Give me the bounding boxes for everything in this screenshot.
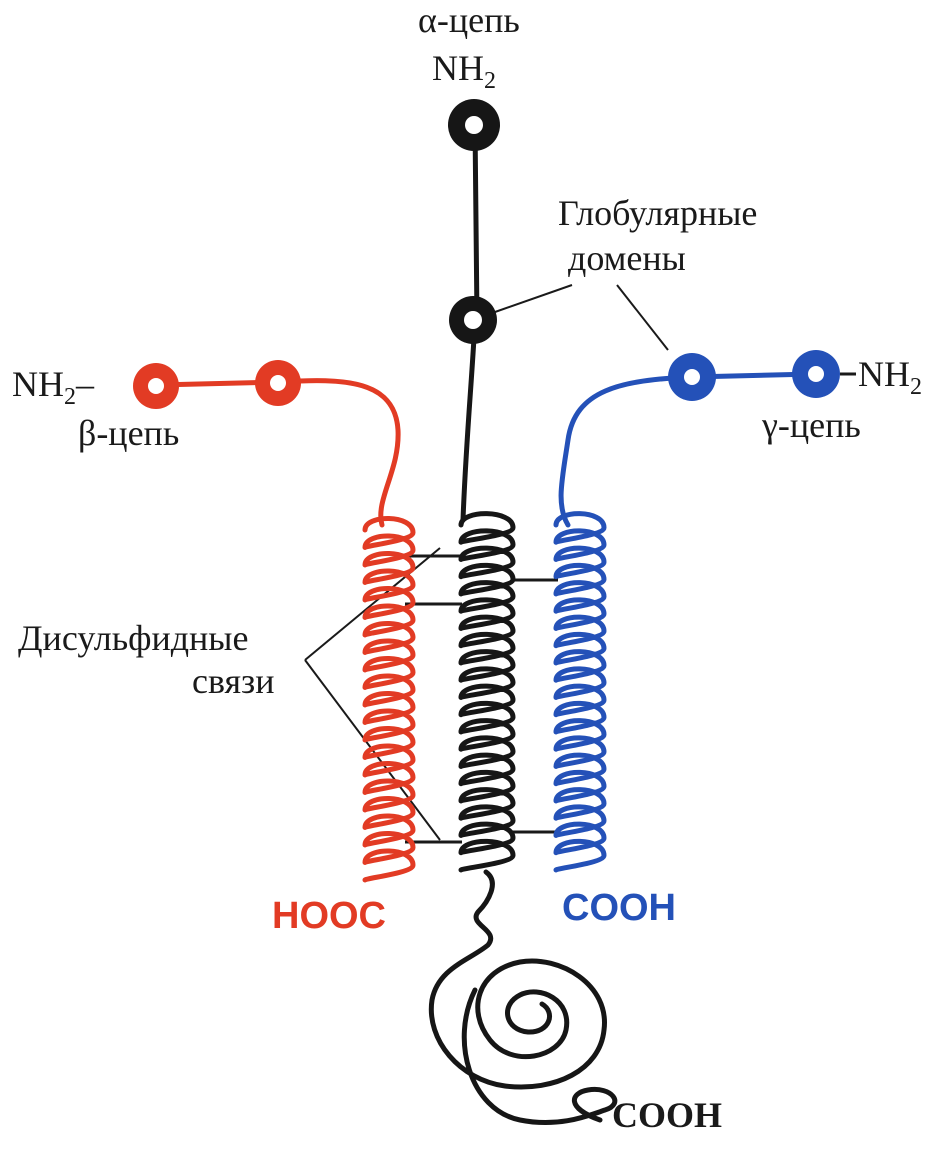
alpha-globular-domain-top-center xyxy=(465,116,483,134)
gamma-chain-label: γ-цепь xyxy=(761,405,861,445)
beta-helix xyxy=(365,518,413,880)
gamma-globular-domain-2-center xyxy=(808,366,824,382)
leader-globular-gamma xyxy=(617,285,668,350)
alpha-linker-lower xyxy=(463,320,475,520)
gamma-globular-domain-1-center xyxy=(684,369,700,385)
beta-c-terminal-label: HOOC xyxy=(272,895,386,937)
gamma-helix xyxy=(556,514,604,870)
globular-domains-label-line1: Глобулярные xyxy=(558,193,757,233)
alpha-linker-top xyxy=(475,125,477,320)
leader-globular-alpha xyxy=(495,285,572,312)
alpha-globular-domain-middle-center xyxy=(464,311,482,329)
disulfide-bonds-label-line1: Дисульфидные xyxy=(18,618,248,658)
beta-globular-domain-2-center xyxy=(270,375,286,391)
alpha-chain-label: α-цепь xyxy=(418,0,520,40)
alpha-n-terminal-label: NH2 xyxy=(432,48,496,94)
alpha-c-terminal-label: COOH xyxy=(612,1095,722,1135)
globular-domains-label-line2: домены xyxy=(568,238,686,278)
beta-chain-label: β-цепь xyxy=(78,413,179,453)
beta-globular-domain-1-center xyxy=(148,378,164,394)
gamma-n-terminal-label: NH2 xyxy=(858,354,922,400)
alpha-helix xyxy=(461,514,513,870)
beta-n-terminal-label: NH2– xyxy=(12,364,95,410)
disulfide-bonds-label-line2: связи xyxy=(192,661,275,701)
gamma-c-terminal-label: COOH xyxy=(562,887,676,929)
